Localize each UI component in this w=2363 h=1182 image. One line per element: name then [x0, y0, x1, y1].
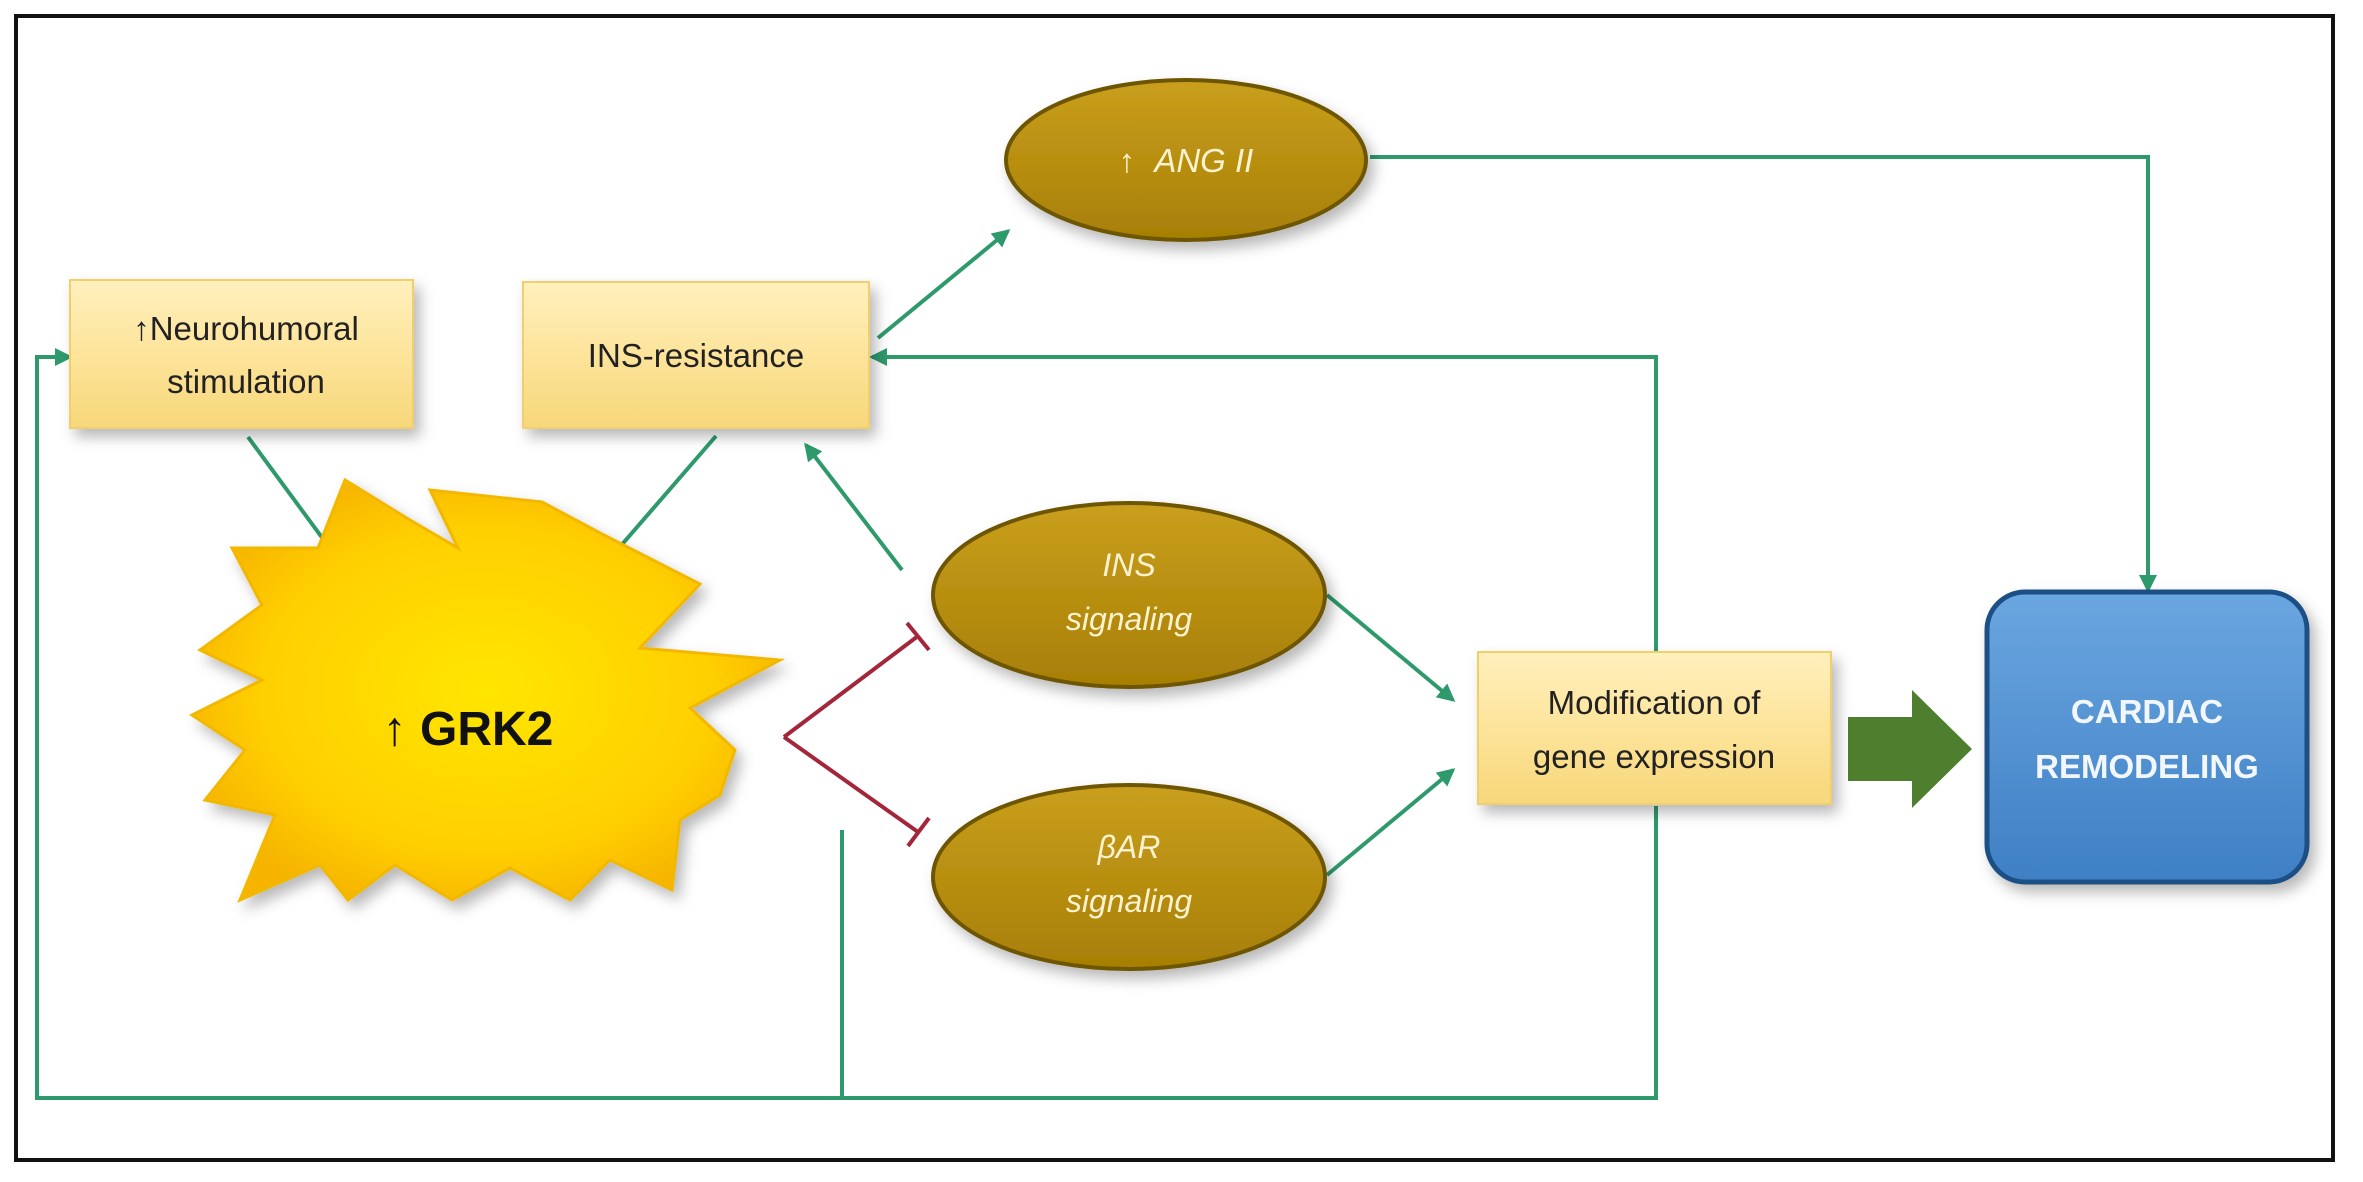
node-ang2-arrow: ↑	[1119, 142, 1136, 179]
node-neurohumoral-line1: ↑Neurohumoral	[133, 310, 359, 347]
node-grk2	[189, 477, 786, 903]
node-neurohumoral	[69, 279, 414, 429]
big-arrow-gene-to-remodeling	[1848, 690, 1972, 808]
node-grk2-burst	[189, 477, 786, 903]
arrow-ang2-to-remodeling	[1370, 155, 2157, 593]
node-insresistance-label: INS-resistance	[588, 337, 804, 374]
node-barsignaling	[931, 783, 1327, 971]
arrow-inssignaling-to-insresistance	[804, 442, 904, 572]
arrow-insresistance-to-grk2	[610, 434, 718, 559]
node-barsignaling-line1: βAR	[1097, 829, 1161, 865]
node-gene-box	[1477, 651, 1832, 805]
arrow-barsignaling-to-gene	[1325, 768, 1456, 877]
node-ang2	[1004, 78, 1368, 242]
node-remodeling	[1984, 589, 2310, 885]
node-remodeling-line1: CARDIAC	[2071, 693, 2223, 730]
inhibit-grk2-to-ins	[782, 634, 920, 739]
arrow-insresistance-to-ang2	[876, 229, 1011, 340]
node-gene-line2: gene expression	[1533, 738, 1775, 775]
node-ang2-oval	[1004, 78, 1368, 242]
inhibit-ins-tbar	[905, 621, 931, 652]
node-inssignaling-line1: INS	[1102, 547, 1155, 583]
node-ang2-label-group: ↑ ANG II	[1119, 142, 1254, 179]
arrow-inssignaling-to-gene	[1325, 593, 1456, 702]
node-gene	[1477, 651, 1832, 805]
inhibit-bar-tbar	[906, 816, 931, 848]
node-insresistance-box	[522, 281, 870, 429]
node-gene-line1: Modification of	[1548, 684, 1762, 721]
arrow-gene-to-insresistance	[869, 348, 1658, 652]
node-remodeling-box	[1984, 589, 2310, 885]
node-inssignaling-line2: signaling	[1066, 601, 1193, 637]
node-barsignaling-oval	[931, 783, 1327, 971]
node-neurohumoral-line2: stimulation	[167, 363, 325, 400]
inhibition-connectors	[782, 621, 931, 848]
node-grk2-label: ↑ GRK2	[383, 703, 554, 756]
arrow-feedback-to-neurohumoral	[35, 348, 1658, 1100]
node-insresistance	[522, 281, 870, 429]
node-barsignaling-line2: signaling	[1066, 883, 1193, 919]
node-remodeling-line2: REMODELING	[2035, 748, 2259, 785]
node-inssignaling	[931, 501, 1327, 689]
node-inssignaling-oval	[931, 501, 1327, 689]
inhibit-grk2-to-bar	[782, 735, 920, 834]
node-ang2-label: ANG II	[1152, 142, 1253, 179]
node-neurohumoral-box	[69, 279, 414, 429]
